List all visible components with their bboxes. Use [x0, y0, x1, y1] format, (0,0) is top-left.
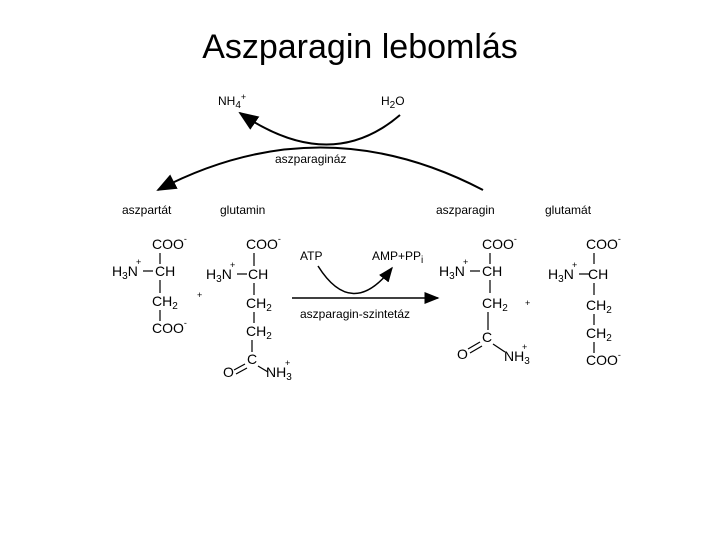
- glutamine-carboxyl: COO-: [246, 234, 281, 252]
- plus-right: +: [525, 298, 530, 308]
- aspartate-carboxyl-top: COO-: [152, 234, 187, 252]
- aspartate-amino-charge: +: [136, 257, 141, 267]
- glutamine-amide-charge: +: [285, 358, 290, 368]
- asparaginase-arrow: [156, 146, 484, 191]
- glutamine-gamma-methylene: CH2: [246, 323, 272, 342]
- glutamine-structure: COO- H3N + CH CH2 CH2 C O NH3 +: [206, 234, 292, 383]
- asparagine-carboxyl: COO-: [482, 234, 517, 252]
- page-title: Aszparagin lebomlás: [202, 28, 518, 66]
- glutamine-alpha-carbon: CH: [248, 266, 268, 282]
- glutamine-amide-nitrogen: NH3: [266, 364, 292, 383]
- asparagine-amide-oxygen: O: [457, 346, 468, 362]
- asparagine-amide-charge: +: [522, 342, 527, 352]
- asparagine-alpha-carbon: CH: [482, 263, 502, 279]
- glutamine-amino-group: H3N: [206, 266, 232, 285]
- asparagine-methylene: CH2: [482, 295, 508, 314]
- glutamate-amino-charge: +: [572, 260, 577, 270]
- glutamate-amino-group: H3N: [548, 266, 574, 285]
- aspartate-name: aszpartát: [122, 203, 172, 217]
- lower-enzyme-label: aszparagin-szintetáz: [300, 307, 410, 321]
- asparagine-amino-charge: +: [463, 257, 468, 267]
- aspartate-methylene: CH2: [152, 293, 178, 312]
- aspartate-alpha-carbon: CH: [155, 263, 175, 279]
- glutamate-alpha-carbon: CH: [588, 266, 608, 282]
- atp-label: ATP: [300, 249, 322, 263]
- glutamate-name: glutamát: [545, 203, 592, 217]
- upper-enzyme-label: aszparagináz: [275, 152, 346, 166]
- glutamate-structure: COO- H3N + CH CH2 CH2 COO-: [548, 234, 621, 368]
- asparagine-name: aszparagin: [436, 203, 495, 217]
- ammonium-label: NH4+: [218, 92, 246, 111]
- water-label: H2O: [381, 94, 405, 111]
- asparagine-structure: COO- H3N + CH CH2 C O NH3 +: [439, 234, 530, 367]
- glutamine-name: glutamin: [220, 203, 265, 217]
- aspartate-amino-group: H3N: [112, 263, 138, 282]
- asparagine-amide-nitrogen: NH3: [504, 348, 530, 367]
- cofactor-arrow: [317, 265, 393, 295]
- aspartate-carboxyl-side: COO-: [152, 318, 187, 336]
- glutamate-gamma-methylene: CH2: [586, 325, 612, 344]
- asparagine-amide-carbon: C: [482, 329, 492, 345]
- aspartate-structure: COO- H3N + CH CH2 COO-: [112, 234, 187, 336]
- glutamine-amide-oxygen: O: [223, 364, 234, 380]
- asparagine-amino-group: H3N: [439, 263, 465, 282]
- glutamine-beta-methylene: CH2: [246, 295, 272, 314]
- glutamate-beta-methylene: CH2: [586, 297, 612, 316]
- glutamate-carboxyl-top: COO-: [586, 234, 621, 252]
- glutamine-amide-carbon: C: [247, 351, 257, 367]
- ammonium-release-arrow: [238, 111, 401, 146]
- glutamate-carboxyl-side: COO-: [586, 350, 621, 368]
- plus-left: +: [197, 290, 202, 300]
- glutamine-amino-charge: +: [230, 260, 235, 270]
- amp-ppi-label: AMP+PPi: [372, 249, 423, 266]
